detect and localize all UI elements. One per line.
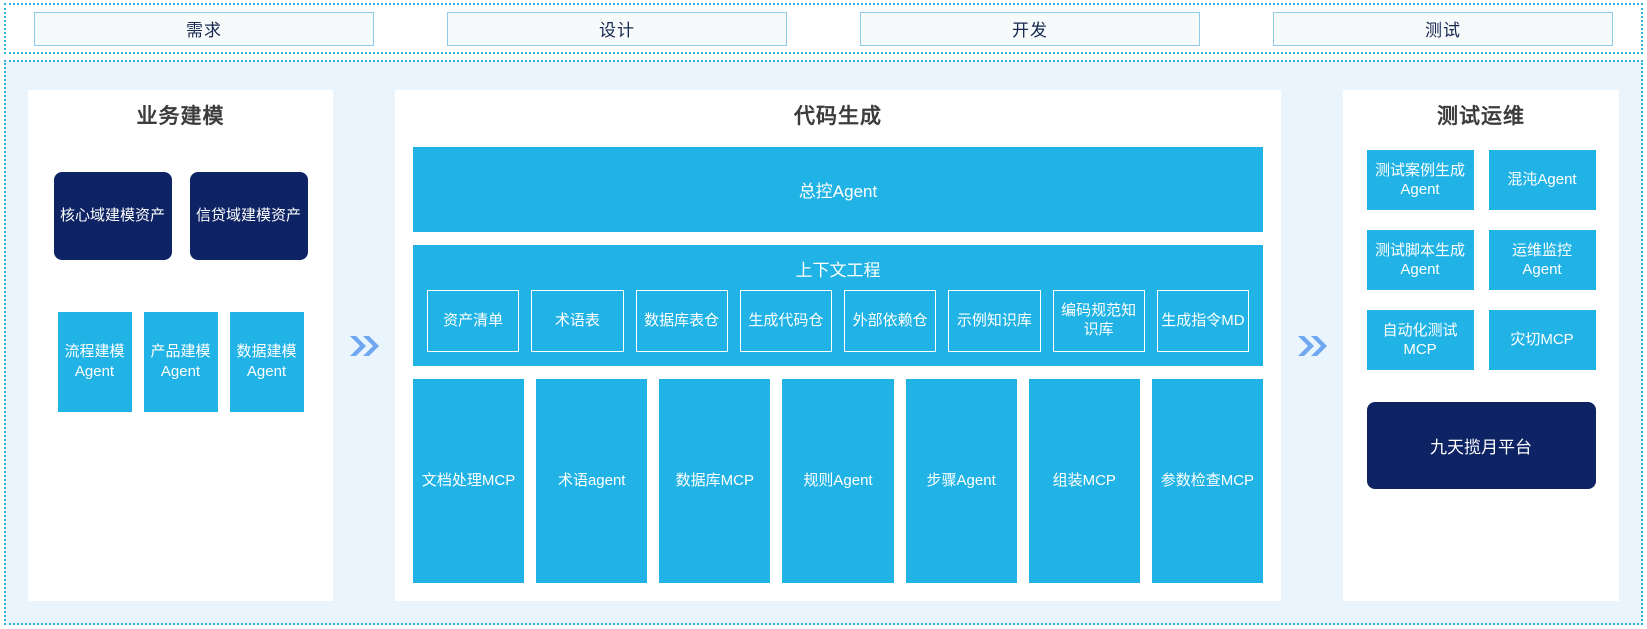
context-item-label: 数据库表仓 <box>644 311 720 329</box>
modeling-agent-group: 流程建模Agent 产品建模Agent 数据建模Agent <box>28 312 333 412</box>
agent-label: 数据建模Agent <box>236 342 297 380</box>
context-item-coding-standard-knowledge-base[interactable]: 编码规范知识库 <box>1052 290 1145 352</box>
context-item-db-table-repo[interactable]: 数据库表仓 <box>635 290 728 352</box>
asset-label: 信贷域建模资产 <box>195 206 301 224</box>
context-item-label: 术语表 <box>554 311 600 329</box>
panel-code-generation: 代码生成 总控Agent 上下文工程 资产清单 术语表 数据库表仓 <box>395 90 1281 601</box>
phase-label: 开发 <box>1012 21 1048 40</box>
agent-box-data-modeling[interactable]: 数据建模Agent <box>229 312 304 412</box>
tool-item-label: 参数检查MCP <box>1160 471 1255 489</box>
context-item-label: 外部依赖仓 <box>852 311 928 329</box>
double-chevron-right-icon <box>347 333 381 359</box>
tool-item-rule-agent[interactable]: 规则Agent <box>782 379 894 583</box>
panel-business-modeling: 业务建模 核心域建模资产 信贷域建模资产 流程建模Agent 产品建模Agent… <box>28 90 333 601</box>
platform-label: 九天揽月平台 <box>1430 438 1532 457</box>
connector-center-to-right <box>1281 90 1343 601</box>
asset-box-credit-domain[interactable]: 信贷域建模资产 <box>189 172 308 260</box>
control-agent-label: 总控Agent <box>798 182 878 201</box>
phase-box-testing[interactable]: 测试 <box>1273 11 1613 46</box>
context-item-label: 资产清单 <box>443 311 504 329</box>
test-ops-item-group: 测试案例生成Agent 混沌Agent 测试脚本生成Agent 运维监控Agen… <box>1366 150 1596 370</box>
tool-item-database-mcp[interactable]: 数据库MCP <box>659 379 771 583</box>
tool-item-label: 组装MCP <box>1052 471 1116 489</box>
main-region: 业务建模 核心域建模资产 信贷域建模资产 流程建模Agent 产品建模Agent… <box>4 60 1643 625</box>
test-ops-item-label: 混沌Agent <box>1507 171 1577 189</box>
context-item-generation-instruction-md[interactable]: 生成指令MD <box>1156 290 1249 352</box>
context-item-label: 生成代码仓 <box>748 311 824 329</box>
context-engineering-title: 上下文工程 <box>795 261 881 280</box>
control-agent-bar[interactable]: 总控Agent <box>413 147 1263 232</box>
agent-box-process-modeling[interactable]: 流程建模Agent <box>57 312 132 412</box>
context-engineering-block: 上下文工程 资产清单 术语表 数据库表仓 生成代码仓 外部依赖仓 <box>413 245 1263 366</box>
test-ops-item-test-script-generation-agent[interactable]: 测试脚本生成Agent <box>1366 230 1474 290</box>
phase-box-development[interactable]: 开发 <box>860 11 1200 46</box>
phase-box-requirement[interactable]: 需求 <box>34 11 374 46</box>
tool-item-document-processing-mcp[interactable]: 文档处理MCP <box>413 379 525 583</box>
phase-label: 需求 <box>186 21 222 40</box>
double-chevron-right-icon <box>1295 333 1329 359</box>
test-ops-item-label: 测试脚本生成Agent <box>1374 241 1465 279</box>
tool-item-assembly-mcp[interactable]: 组装MCP <box>1028 379 1140 583</box>
tool-group: 文档处理MCP 术语agent 数据库MCP 规则Agent 步骤Agent 组… <box>413 379 1263 583</box>
context-item-glossary[interactable]: 术语表 <box>531 290 624 352</box>
test-ops-item-ops-monitoring-agent[interactable]: 运维监控Agent <box>1488 230 1596 290</box>
asset-box-core-domain[interactable]: 核心域建模资产 <box>53 172 172 260</box>
asset-label: 核心域建模资产 <box>59 206 165 224</box>
tool-item-label: 规则Agent <box>803 471 873 489</box>
tool-item-parameter-check-mcp[interactable]: 参数检查MCP <box>1151 379 1263 583</box>
context-item-label: 生成指令MD <box>1161 311 1245 329</box>
phase-box-design[interactable]: 设计 <box>447 11 787 46</box>
test-ops-item-label: 测试案例生成Agent <box>1374 161 1465 199</box>
tool-item-step-agent[interactable]: 步骤Agent <box>905 379 1017 583</box>
test-ops-item-label: 自动化测试MCP <box>1382 321 1458 359</box>
context-item-asset-list[interactable]: 资产清单 <box>427 290 520 352</box>
panel-title: 业务建模 <box>136 105 225 128</box>
panel-title: 代码生成 <box>794 105 882 128</box>
test-ops-item-label: 运维监控Agent <box>1511 241 1572 279</box>
panel-test-operations: 测试运维 测试案例生成Agent 混沌Agent 测试脚本生成Agent 运维监… <box>1343 90 1619 601</box>
test-ops-item-label: 灾切MCP <box>1510 331 1574 349</box>
phase-label: 测试 <box>1425 21 1461 40</box>
test-ops-item-disaster-switch-mcp[interactable]: 灾切MCP <box>1488 310 1596 370</box>
agent-box-product-modeling[interactable]: 产品建模Agent <box>143 312 218 412</box>
asset-group: 核心域建模资产 信贷域建模资产 <box>28 172 333 260</box>
phase-strip: 需求 设计 开发 测试 <box>4 3 1643 54</box>
panel-title: 测试运维 <box>1437 105 1525 128</box>
test-ops-item-automated-test-mcp[interactable]: 自动化测试MCP <box>1366 310 1474 370</box>
platform-box-jiutian-lanyue[interactable]: 九天揽月平台 <box>1366 402 1596 489</box>
context-item-label: 示例知识库 <box>956 311 1032 329</box>
tool-item-label: 术语agent <box>557 471 626 489</box>
tool-item-glossary-agent[interactable]: 术语agent <box>536 379 648 583</box>
test-ops-item-test-case-generation-agent[interactable]: 测试案例生成Agent <box>1366 150 1474 210</box>
context-item-group: 资产清单 术语表 数据库表仓 生成代码仓 外部依赖仓 示例知 <box>427 290 1249 352</box>
tool-item-label: 文档处理MCP <box>421 471 516 489</box>
connector-left-to-center <box>333 90 395 601</box>
phase-label: 设计 <box>599 21 635 40</box>
tool-item-label: 数据库MCP <box>675 471 755 489</box>
test-ops-item-chaos-agent[interactable]: 混沌Agent <box>1488 150 1596 210</box>
context-item-label: 编码规范知识库 <box>1061 302 1137 338</box>
tool-item-label: 步骤Agent <box>926 471 996 489</box>
agent-label: 流程建模Agent <box>64 342 125 380</box>
context-item-example-knowledge-base[interactable]: 示例知识库 <box>948 290 1041 352</box>
context-item-external-dependency-repo[interactable]: 外部依赖仓 <box>844 290 937 352</box>
context-item-generated-code-repo[interactable]: 生成代码仓 <box>739 290 832 352</box>
agent-label: 产品建模Agent <box>150 342 211 380</box>
